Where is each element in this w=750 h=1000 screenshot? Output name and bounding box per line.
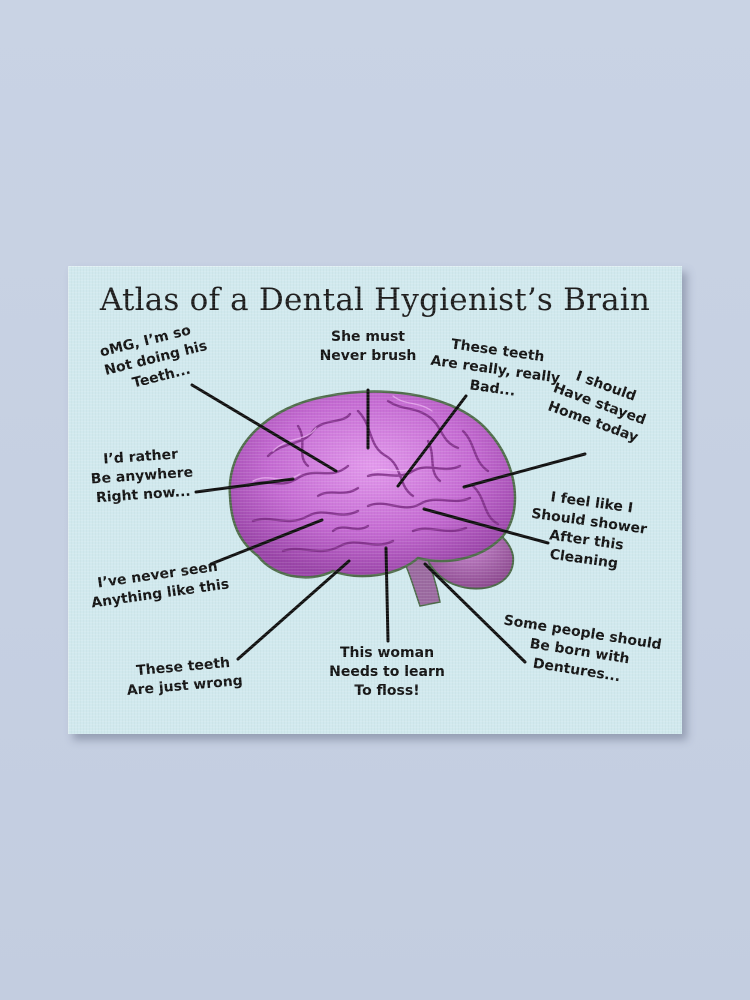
pointer-lines — [190, 383, 587, 664]
label-never-brush: She must Never brush — [319, 329, 417, 364]
brain-folds — [246, 399, 500, 553]
label-rather-be-anywhere: I’d rather Be anywhere Right now... — [90, 446, 194, 507]
brain-illustration — [190, 383, 587, 664]
poster-title: Atlas of a Dental Hygienist’s Brain — [99, 282, 651, 318]
canvas-print: Atlas of a Dental Hygienist’s Brain — [68, 266, 682, 734]
label-learn-to-floss: This woman Needs to learn To floss! — [329, 645, 445, 699]
